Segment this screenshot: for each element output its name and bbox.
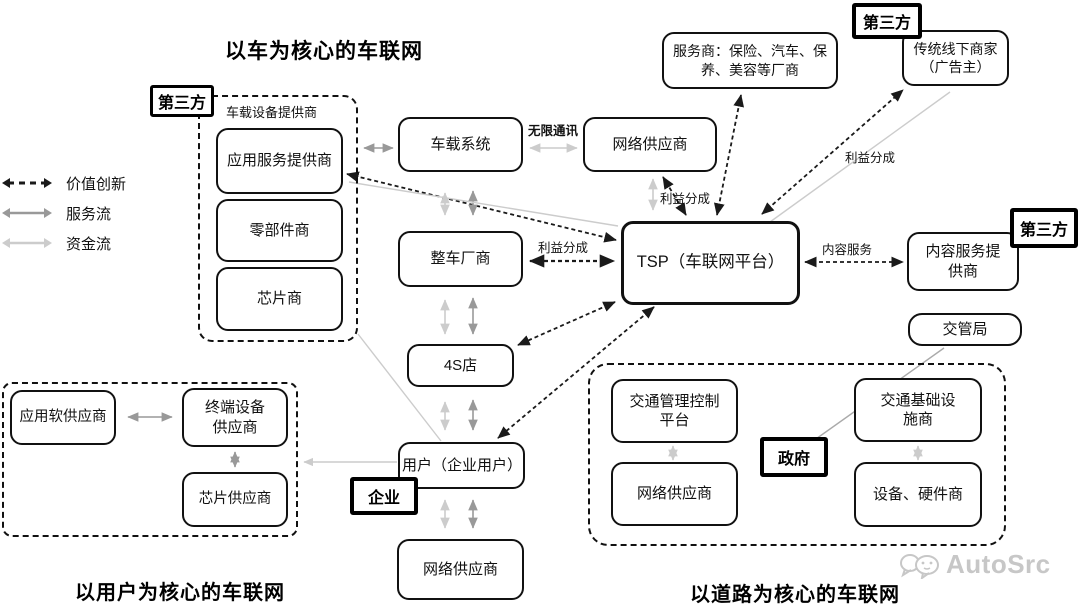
tag-enterprise: 企业 <box>350 477 418 515</box>
node-app-service-provider: 应用服务提供商 <box>216 128 343 194</box>
node-service-providers: 服务商：保险、汽车、保养、美容等厂商 <box>662 32 838 89</box>
node-network-provider-top: 网络供应商 <box>583 117 717 172</box>
service-flow-arrow-icon <box>2 208 52 218</box>
node-content-provider: 内容服务提供商 <box>907 232 1019 291</box>
tag-third-party-left: 第三方 <box>150 85 214 117</box>
edge-label-profit-share-merchant: 利益分成 <box>845 151 896 165</box>
edge-label-content-service: 内容服务 <box>822 243 873 257</box>
group-road <box>588 363 1006 546</box>
node-app-software-supplier: 应用软供应商 <box>10 390 116 445</box>
tag-government: 政府 <box>760 437 828 477</box>
edge-group-tsp-capital <box>348 181 619 227</box>
node-4s-dealer: 4S店 <box>407 344 514 387</box>
edge-label-profit-share-network: 利益分成 <box>660 192 711 206</box>
node-oem: 整车厂商 <box>398 231 523 287</box>
edge-tsp-user <box>497 306 655 439</box>
section-title-vehicle: 以车为核心的车联网 <box>225 40 423 63</box>
legend-row-capital-flow: 资金流 <box>2 228 126 258</box>
edge-tsp-offlinemerchants <box>761 89 904 215</box>
node-traffic-mgmt-platform: 交通管理控制平台 <box>611 379 738 443</box>
node-user: 用户（企业用户） <box>398 442 525 489</box>
node-offline-merchants: 传统线下商家（广告主） <box>902 30 1009 86</box>
value-innovation-arrow-icon <box>2 178 52 188</box>
section-title-road: 以道路为核心的车联网 <box>690 584 900 606</box>
edge-tsp-offlinemerchants-capital <box>769 91 951 223</box>
node-chip-maker: 芯片商 <box>216 267 343 331</box>
node-parts-supplier: 零部件商 <box>216 199 343 262</box>
node-chip-supplier: 芯片供应商 <box>182 472 288 527</box>
watermark-brand: AutoSrc <box>946 549 1051 579</box>
edge-group-user-capital <box>357 333 442 442</box>
section-title-user: 以用户为核心的车联网 <box>75 582 285 604</box>
node-tsp-platform: TSP（车联网平台） <box>621 221 800 305</box>
node-road-network-provider: 网络供应商 <box>611 462 738 526</box>
legend: 价值创新 服务流 资金流 <box>2 168 126 258</box>
capital-flow-arrow-icon <box>2 238 52 248</box>
group-vehicle-device-label: 车载设备提供商 <box>224 102 320 121</box>
node-terminal-device-supplier: 终端设备供应商 <box>182 388 288 447</box>
edge-label-profit-share-oem: 利益分成 <box>538 241 589 255</box>
watermark: AutoSrc <box>898 549 1051 580</box>
edge-tsp-serviceproviders <box>713 94 745 216</box>
edge-tsp-networktop <box>662 176 687 216</box>
edge-label-wireless-comm: 无限通讯 <box>528 124 579 138</box>
group-user <box>2 382 298 537</box>
node-ivi-system: 车载系统 <box>398 117 523 172</box>
legend-row-value-innovation: 价值创新 <box>2 168 126 198</box>
edge-tsp-4s <box>517 301 616 346</box>
legend-label-capital-flow: 资金流 <box>66 235 112 253</box>
tag-third-party-top: 第三方 <box>852 3 922 39</box>
legend-label-service-flow: 服务流 <box>66 205 112 223</box>
tag-third-party-right: 第三方 <box>1010 208 1078 248</box>
legend-label-value-innovation: 价值创新 <box>66 175 127 193</box>
legend-row-service-flow: 服务流 <box>2 198 126 228</box>
autosrc-logo-icon <box>900 553 939 579</box>
node-network-provider-bottom: 网络供应商 <box>397 539 524 600</box>
node-hardware-provider: 设备、硬件商 <box>854 462 982 527</box>
node-traffic-bureau: 交管局 <box>908 313 1022 346</box>
node-infrastructure-provider: 交通基础设施商 <box>854 378 982 442</box>
